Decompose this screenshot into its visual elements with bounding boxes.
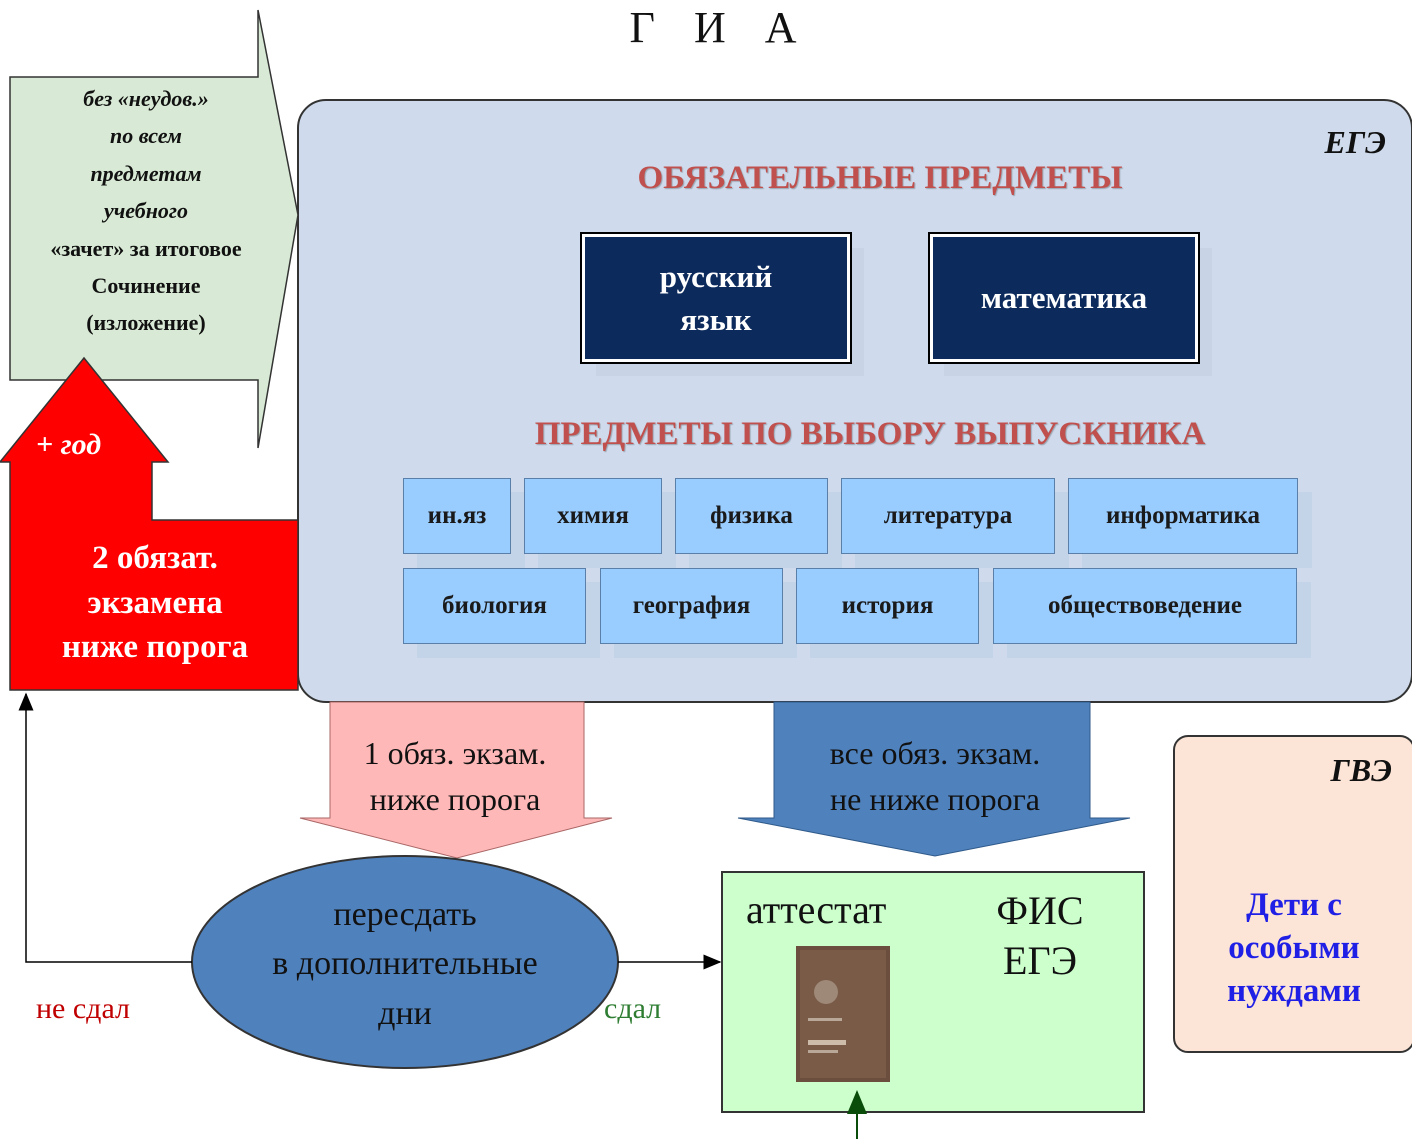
admission-line-4: учебного <box>103 198 189 224</box>
repeat-year-line-1: 2 обязат. <box>92 540 218 576</box>
one-failed-line-1: 1 обяз. экзам. <box>363 735 547 771</box>
subject-biology: биология <box>403 568 586 644</box>
retake-line-3: дни <box>378 994 432 1032</box>
one-failed-arrow <box>299 701 613 859</box>
certificate-image <box>796 946 890 1082</box>
admission-line-2: по всем <box>109 123 183 149</box>
special-line-1: Дети с <box>1246 887 1342 923</box>
subject-math-label: математика <box>980 280 1148 316</box>
repeat-year-line-3: ниже порога <box>61 629 249 666</box>
gve-box <box>1173 735 1412 1053</box>
subject-social-studies: обществоведение <box>993 568 1297 644</box>
admission-arrow <box>9 9 299 449</box>
certificate-label: аттестат <box>746 887 887 932</box>
status-fail-label: не сдал <box>36 992 130 1025</box>
retake-text: пересдать в дополнительные дни <box>200 890 610 1038</box>
elective-heading: ПРЕДМЕТЫ ПО ВЫБОРУ ВЫПУСКНИКА <box>534 416 1206 452</box>
retake-line-1: пересдать <box>333 896 477 933</box>
result-box <box>721 871 1145 1113</box>
repeat-year-text: 2 обязат. экзамена ниже порога <box>10 536 300 670</box>
subject-history: история <box>796 568 979 644</box>
status-pass-label: сдал <box>604 992 662 1025</box>
repeat-year-arrow <box>0 356 299 691</box>
special-line-3: нуждами <box>1227 972 1361 1009</box>
subject-russian: русский язык <box>580 232 852 364</box>
all-passed-line-2: не ниже порога <box>830 781 1040 818</box>
plus-year-label: + год <box>36 428 102 461</box>
fis-line-1: ФИС <box>996 888 1084 933</box>
admission-text: без «неудов.» по всем предметам учебного… <box>8 80 284 342</box>
page-title: Г И А <box>629 3 811 52</box>
all-passed-line-1: все обяз. экзам. <box>829 735 1041 771</box>
subject-literature: литература <box>841 478 1055 554</box>
subject-geography: география <box>600 568 783 644</box>
subject-chemistry: химия <box>524 478 662 554</box>
repeat-year-line-2: экзамена <box>87 584 223 621</box>
admission-line-3: предметам <box>90 160 202 186</box>
fail-connector <box>18 692 192 963</box>
special-needs-text: Дети с особыми нуждами <box>1178 884 1410 1013</box>
subject-physics: физика <box>675 478 828 554</box>
all-passed-arrow <box>737 701 1131 857</box>
one-failed-line-2: ниже порога <box>369 781 541 818</box>
one-failed-text: 1 обяз. экзам. ниже порога <box>320 730 590 823</box>
special-line-2: особыми <box>1228 929 1360 966</box>
gve-label: ГВЭ <box>1330 752 1393 788</box>
subject-math: математика <box>928 232 1200 364</box>
admission-line-1: без «неудов.» <box>83 86 209 111</box>
admission-line-6: Сочинение <box>91 272 201 298</box>
subject-russian-label: русский язык <box>659 258 773 337</box>
ege-label: ЕГЭ <box>1324 124 1387 160</box>
retake-line-2: в дополнительные <box>272 945 538 983</box>
fis-line-2: ЕГЭ <box>1003 938 1077 983</box>
mandatory-heading: ОБЯЗАТЕЛЬНЫЕ ПРЕДМЕТЫ <box>637 160 1123 196</box>
admission-line-5: «зачет» за итоговое <box>50 235 242 261</box>
all-passed-text: все обяз. экзам. не ниже порога <box>780 730 1090 823</box>
admission-line-7: (изложение) <box>86 310 206 336</box>
subject-informatics: информатика <box>1068 478 1298 554</box>
subject-foreign-lang: ин.яз <box>403 478 511 554</box>
fis-ege-label: ФИС ЕГЭ <box>986 886 1094 986</box>
